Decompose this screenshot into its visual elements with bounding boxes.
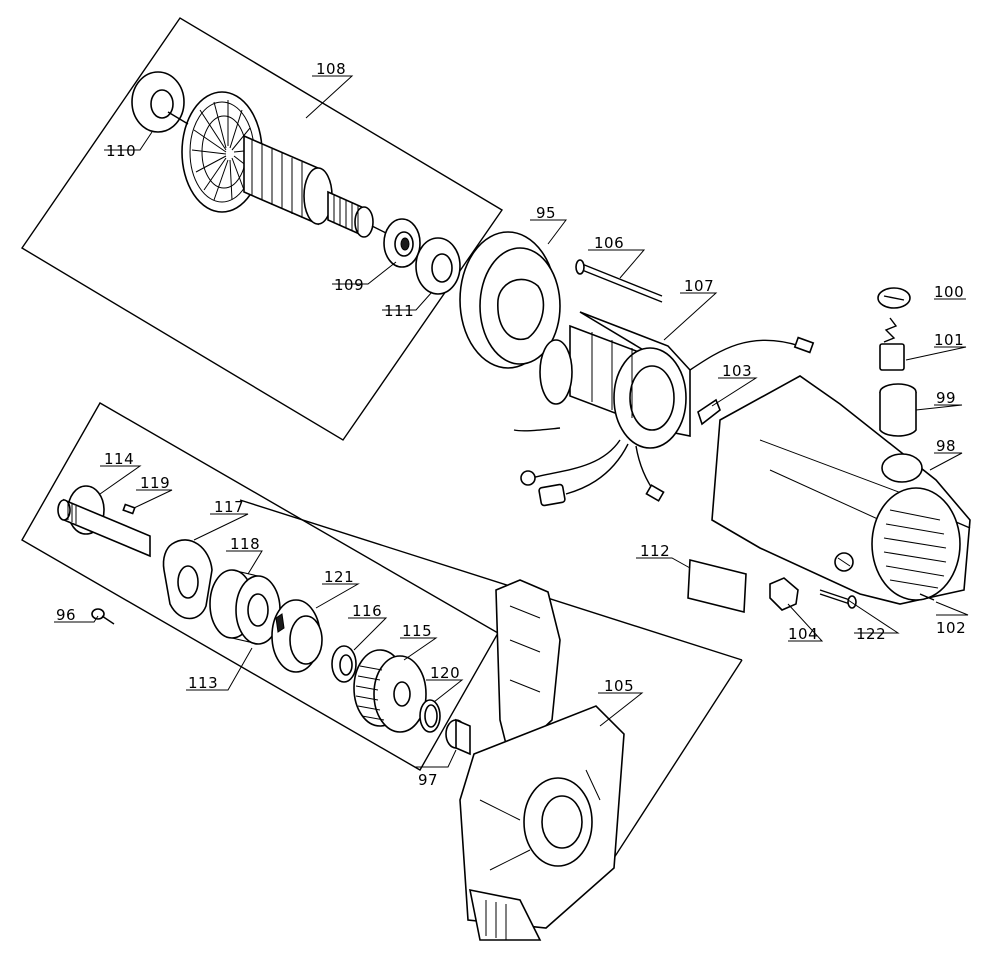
part-120-retaining-ring xyxy=(419,699,441,733)
part-111-ring xyxy=(415,237,461,295)
part-121-retainer xyxy=(271,599,323,673)
part-109-bearing xyxy=(383,218,421,268)
callout-114: 114 xyxy=(104,450,134,468)
part-95-baffle xyxy=(459,231,561,369)
part-100-brush-cap xyxy=(877,287,911,309)
part-118-bearing xyxy=(209,569,281,645)
callout-labels: 108 110 109 111 95 106 107 103 100 101 9… xyxy=(56,60,966,789)
callout-106: 106 xyxy=(594,234,624,252)
callout-120: 120 xyxy=(430,664,460,682)
callout-107: 107 xyxy=(684,277,714,295)
part-97-needle-bearing xyxy=(445,718,471,756)
callout-115: 115 xyxy=(402,622,432,640)
part-98-motor-housing xyxy=(711,375,971,605)
callout-112: 112 xyxy=(640,542,670,560)
part-103-insulator xyxy=(697,398,721,426)
group-box-armature-108 xyxy=(21,17,504,441)
part-108-armature xyxy=(167,91,393,238)
callout-121: 121 xyxy=(324,568,354,586)
callout-97: 97 xyxy=(418,771,438,789)
callout-113: 113 xyxy=(188,674,218,692)
callout-116: 116 xyxy=(352,602,382,620)
part-99-brush-holder xyxy=(879,383,917,437)
callout-95: 95 xyxy=(536,204,556,222)
callout-109: 109 xyxy=(334,276,364,294)
group-box-gearcase-105 xyxy=(239,499,743,879)
part-115-gear xyxy=(353,649,427,733)
callout-110: 110 xyxy=(106,142,136,160)
part-122-screw xyxy=(819,589,857,609)
callout-100: 100 xyxy=(934,283,964,301)
callout-119: 119 xyxy=(140,474,170,492)
part-101-carbon-brush xyxy=(879,317,905,371)
callout-99: 99 xyxy=(936,389,956,407)
part-107-field xyxy=(513,311,815,507)
callout-104: 104 xyxy=(788,625,818,643)
callout-108: 108 xyxy=(316,60,346,78)
callout-111: 111 xyxy=(384,302,414,320)
callout-101: 101 xyxy=(934,331,964,349)
part-106-screw xyxy=(575,259,663,303)
callout-96: 96 xyxy=(56,606,76,624)
part-110-bearing xyxy=(131,71,185,133)
part-104-nut xyxy=(769,577,799,611)
part-96-screw xyxy=(91,608,115,625)
callout-leaders xyxy=(54,75,969,768)
part-117-gasket xyxy=(162,539,213,620)
part-105-gear-case xyxy=(459,579,625,941)
callout-122: 122 xyxy=(856,625,886,643)
callout-98: 98 xyxy=(936,437,956,455)
part-114-spindle xyxy=(57,485,151,558)
callout-117: 117 xyxy=(214,498,244,516)
callout-118: 118 xyxy=(230,535,260,553)
part-102-screw xyxy=(919,521,971,601)
callout-105: 105 xyxy=(604,677,634,695)
part-119-key xyxy=(122,503,136,515)
part-112-label xyxy=(687,558,747,614)
part-116-ring xyxy=(331,645,357,683)
callout-103: 103 xyxy=(722,362,752,380)
callout-102: 102 xyxy=(936,619,966,637)
